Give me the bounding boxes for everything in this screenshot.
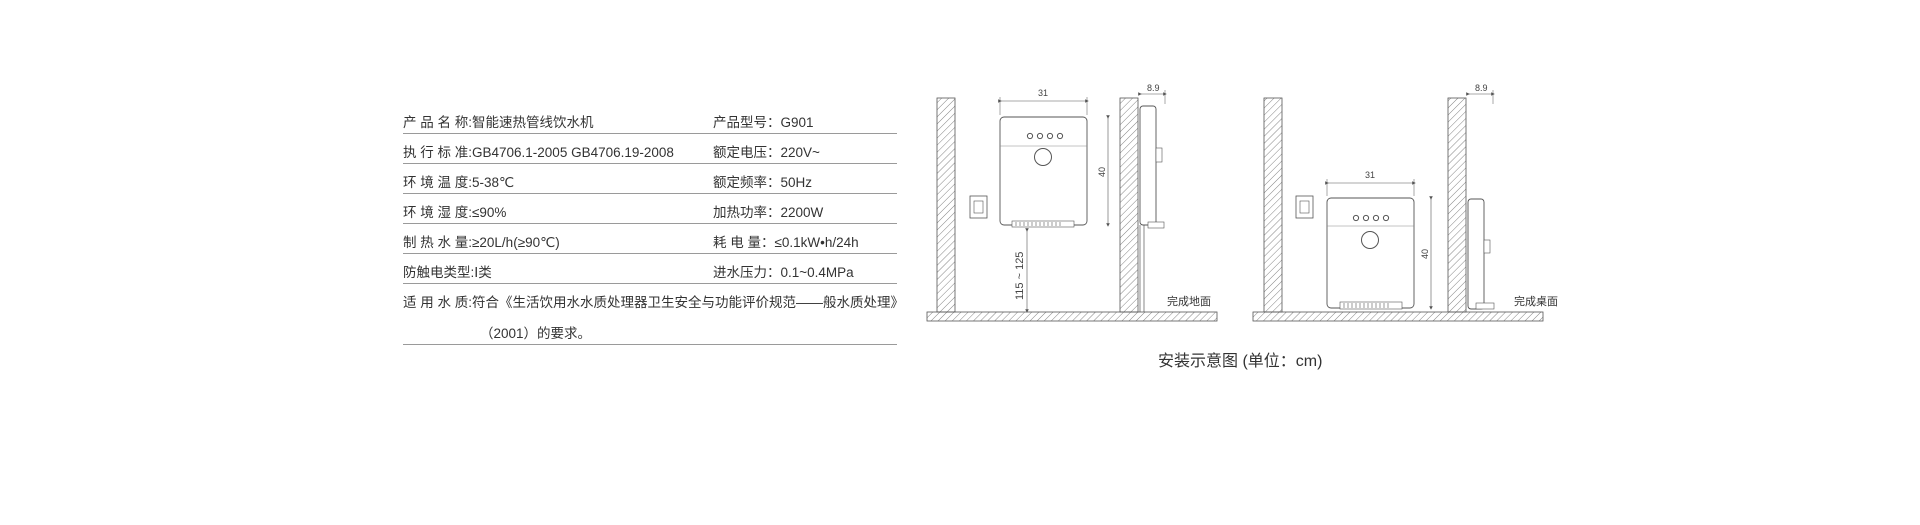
dispenser-front (999, 116, 1088, 226)
spec-row: 产 品 名 称:智能速热管线饮水机 产品型号：G901 (403, 104, 897, 134)
floor-hatch (926, 311, 1218, 322)
floor-label: 完成地面 (1167, 294, 1211, 308)
diagram-caption: 安装示意图 (单位：cm) (1158, 353, 1323, 370)
spec-row: 环 境 湿 度:≤90% 加热功率：2200W (403, 194, 897, 224)
wall-hatch (1447, 97, 1467, 313)
wall-hatch (1263, 97, 1283, 313)
spec-label-temperature: 环 境 温 度:5-38℃ (403, 175, 515, 190)
spec-label-power: 加热功率：2200W (713, 205, 824, 220)
left-scene: 31 115 ~ 125 8.9 40 完成地面 (926, 83, 1218, 322)
socket-icon (1295, 195, 1314, 219)
wall-hatch (1119, 97, 1139, 313)
spec-label-voltage: 额定电压：220V~ (713, 145, 820, 160)
spec-label-consumption: 耗 电 量：≤0.1kW•h/24h (713, 235, 859, 250)
socket-icon (969, 195, 988, 219)
spec-label-standard: 执 行 标 准:GB4706.1-2005 GB4706.19-2008 (403, 145, 674, 160)
dispenser-side (1467, 198, 1485, 310)
spec-label-frequency: 额定频率：50Hz (713, 175, 813, 190)
spec-row: 环 境 温 度:5-38℃ 额定频率：50Hz (403, 164, 897, 194)
right-scene: 31 40 8.9 完成桌面 (1252, 83, 1558, 322)
dim-height-left: 40 (1097, 167, 1107, 177)
spec-table: 产 品 名 称:智能速热管线饮水机 产品型号：G901 执 行 标 准:GB47… (403, 104, 904, 345)
spec-row: 防触电类型:Ⅰ类 进水压力：0.1~0.4MPa (403, 254, 897, 284)
spec-label-humidity: 环 境 湿 度:≤90% (403, 205, 507, 220)
spec-label-product-name: 产 品 名 称:智能速热管线饮水机 (403, 115, 594, 130)
spec-label-hot-water: 制 热 水 量:≥20L/h(≥90℃) (403, 235, 560, 250)
spec-label-pressure: 进水压力：0.1~0.4MPa (713, 265, 854, 280)
dim-depth-left: 8.9 (1147, 83, 1160, 93)
spec-label-water-quality-cont: （2001）的要求。 (480, 326, 592, 341)
dispenser-front (1326, 197, 1415, 309)
spec-label-water-quality: 适 用 水 质:符合《生活饮用水水质处理器卫生安全与功能评价规范——般水质处理》 (403, 295, 905, 310)
dim-width-left: 31 (1038, 88, 1048, 98)
spec-row: 制 热 水 量:≥20L/h(≥90℃) 耗 电 量：≤0.1kW•h/24h (403, 224, 897, 254)
dim-height-right: 40 (1420, 249, 1430, 259)
installation-diagram: 31 115 ~ 125 8.9 40 完成地面 (926, 83, 1558, 322)
desk-hatch (1252, 311, 1544, 322)
spec-row-water-quality: 适 用 水 质:符合《生活饮用水水质处理器卫生安全与功能评价规范——般水质处理》… (403, 284, 904, 345)
spec-label-shock-class: 防触电类型:Ⅰ类 (403, 265, 492, 280)
wall-hatch (936, 97, 956, 313)
spec-row: 执 行 标 准:GB4706.1-2005 GB4706.19-2008 额定电… (403, 134, 897, 164)
desk-label: 完成桌面 (1514, 294, 1558, 308)
dim-mount-height: 115 ~ 125 (1014, 252, 1026, 300)
dispenser-side (1139, 105, 1157, 226)
dial-icon (1361, 231, 1379, 249)
dim-depth-right: 8.9 (1475, 83, 1488, 93)
spec-label-model: 产品型号：G901 (713, 115, 814, 130)
dial-icon (1034, 148, 1052, 166)
dim-width-right: 31 (1365, 170, 1375, 180)
